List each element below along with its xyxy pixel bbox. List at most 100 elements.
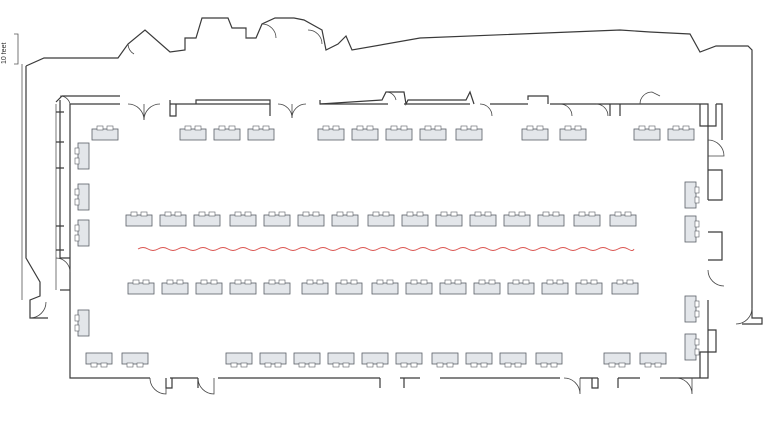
chair — [478, 279, 486, 285]
banquet-table — [405, 282, 433, 295]
chair — [420, 279, 428, 285]
banquet-table — [507, 282, 535, 295]
chair — [470, 362, 478, 368]
banquet-table — [247, 128, 275, 141]
chair — [440, 211, 448, 217]
chair — [240, 362, 248, 368]
chair — [574, 125, 582, 131]
banquet-table — [611, 282, 639, 295]
chair — [126, 362, 134, 368]
chair — [614, 211, 622, 217]
chair — [278, 211, 286, 217]
chair — [390, 125, 398, 131]
chair — [342, 362, 350, 368]
chair — [518, 211, 526, 217]
banquet-table — [395, 352, 423, 365]
chair — [142, 279, 150, 285]
chair — [228, 125, 236, 131]
banquet-table — [559, 128, 587, 141]
chair — [340, 279, 348, 285]
chair — [682, 125, 690, 131]
chair — [436, 362, 444, 368]
chair — [74, 147, 80, 155]
chair — [234, 279, 242, 285]
chair — [410, 279, 418, 285]
banquet-table — [179, 128, 207, 141]
chair — [648, 125, 656, 131]
chair — [218, 125, 226, 131]
banquet-table — [684, 295, 697, 323]
chair — [74, 198, 80, 206]
chair — [274, 362, 282, 368]
chair — [694, 310, 700, 318]
banquet-table — [229, 282, 257, 295]
banquet-table — [639, 352, 667, 365]
chair — [618, 362, 626, 368]
chair — [176, 279, 184, 285]
chair — [654, 362, 662, 368]
chair — [372, 211, 380, 217]
chair — [166, 279, 174, 285]
chair — [132, 279, 140, 285]
banquet-table — [161, 282, 189, 295]
chair — [194, 125, 202, 131]
chair — [450, 211, 458, 217]
chair — [268, 211, 276, 217]
banquet-table — [317, 128, 345, 141]
chair — [336, 211, 344, 217]
chair — [694, 196, 700, 204]
banquet-table — [609, 214, 637, 227]
chair — [356, 125, 364, 131]
banquet-table — [603, 352, 631, 365]
banquet-table — [431, 352, 459, 365]
chair — [74, 234, 80, 242]
chair — [346, 211, 354, 217]
banquet-table — [455, 128, 483, 141]
banquet-table — [537, 214, 565, 227]
chair — [672, 125, 680, 131]
banquet-table — [684, 181, 697, 209]
chair — [164, 211, 172, 217]
chair — [504, 362, 512, 368]
banquet-table — [77, 142, 90, 170]
banquet-table — [469, 214, 497, 227]
banquet-table — [225, 352, 253, 365]
banquet-table — [301, 282, 329, 295]
chair — [694, 338, 700, 346]
chair — [332, 362, 340, 368]
tables-layer — [74, 125, 700, 368]
banquet-table — [465, 352, 493, 365]
chair — [130, 211, 138, 217]
banquet-table — [684, 333, 697, 361]
chair — [522, 279, 530, 285]
banquet-table — [259, 352, 287, 365]
chair — [536, 125, 544, 131]
chair — [424, 125, 432, 131]
chair — [350, 279, 358, 285]
chair — [638, 125, 646, 131]
banquet-table — [195, 282, 223, 295]
chair — [74, 324, 80, 332]
chair — [564, 125, 572, 131]
chair — [198, 211, 206, 217]
chair — [252, 125, 260, 131]
banquet-table — [633, 128, 661, 141]
chair — [268, 279, 276, 285]
chair — [694, 186, 700, 194]
chair — [444, 279, 452, 285]
chair — [376, 362, 384, 368]
chair — [106, 125, 114, 131]
chair — [556, 279, 564, 285]
chair — [434, 125, 442, 131]
banquet-table — [473, 282, 501, 295]
banquet-table — [419, 128, 447, 141]
chair — [626, 279, 634, 285]
banquet-table — [159, 214, 187, 227]
chair — [540, 362, 548, 368]
chair — [308, 362, 316, 368]
chair — [406, 211, 414, 217]
chair — [446, 362, 454, 368]
chair — [208, 211, 216, 217]
banquet-table — [121, 352, 149, 365]
